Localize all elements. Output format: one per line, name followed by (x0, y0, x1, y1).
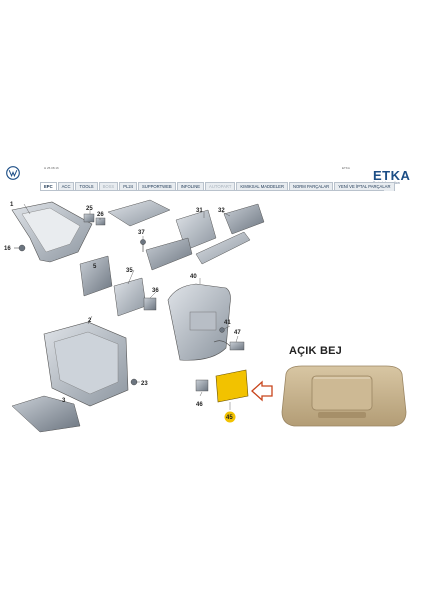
part-label-5[interactable]: 5 (93, 264, 97, 270)
part-label-40[interactable]: 40 (190, 274, 197, 280)
part-label-46[interactable]: 46 (196, 402, 203, 408)
part-35-shape (113, 277, 147, 317)
part-label-41[interactable]: 41 (224, 320, 231, 326)
part-label-25[interactable]: 25 (86, 206, 93, 212)
callout-arrow-icon (251, 380, 273, 402)
part-5-shape (79, 255, 113, 297)
mid-bracket-shape (145, 237, 193, 271)
part-36-shape (143, 297, 157, 311)
tab-boss[interactable]: BOSS (98, 182, 119, 191)
part-1-shape (11, 201, 93, 263)
part-40-shape (167, 283, 231, 361)
lid-plate-shape (195, 231, 251, 265)
part-47-connector (213, 340, 245, 351)
part-label-35[interactable]: 35 (126, 268, 133, 274)
part-label-31[interactable]: 31 (196, 208, 203, 214)
tab-divider (40, 190, 384, 191)
color-callout-label: AÇIK BEJ (289, 345, 342, 357)
parts-diagram: 1 2 3 5 16 23 25 26 31 32 35 36 37 40 41… (4, 199, 273, 433)
header-date: H 25.08.16 (44, 166, 59, 170)
part-label-16[interactable]: 16 (4, 246, 11, 252)
tab-autopart[interactable]: AUTOPART (205, 182, 236, 191)
vw-logo-icon (6, 166, 20, 180)
tab-infoline[interactable]: INFOLINE (176, 182, 205, 191)
tab-kimiksal-maddeler[interactable]: KIMIKSAL MADDELER (236, 182, 288, 191)
part-label-23[interactable]: 23 (141, 381, 148, 387)
tab-yeni-iptal-parcalar[interactable]: YENİ VE İPTAL PARÇALAR (334, 182, 395, 191)
part-45-label-highlight (224, 411, 236, 423)
etka-brand: ETKA (373, 168, 411, 183)
part-25-clip (83, 213, 95, 223)
upper-tray-shape (107, 199, 171, 227)
part-45-highlighted-shape[interactable] (215, 369, 249, 403)
part-label-1[interactable]: 1 (10, 202, 14, 208)
part-label-36[interactable]: 36 (152, 288, 159, 294)
tab-supportweb[interactable]: SUPPORTWEB (138, 182, 176, 191)
part-2-base-shape (43, 321, 129, 407)
tab-epc[interactable]: EPC (40, 182, 57, 191)
tab-norm-parcalar[interactable]: NORM PARÇALAR (288, 182, 334, 191)
product-photo (281, 365, 407, 427)
part-41-shape (219, 327, 225, 333)
part-label-45[interactable]: 45 (226, 415, 233, 421)
part-label-47[interactable]: 47 (234, 330, 241, 336)
header-etka-small: ETKA (342, 166, 350, 170)
part-26-clip (95, 217, 106, 226)
part-label-2[interactable]: 2 (88, 318, 92, 324)
part-37-screw (140, 239, 146, 252)
part-3-shape (11, 395, 81, 433)
part-label-32[interactable]: 32 (218, 208, 225, 214)
tab-tools[interactable]: TOOLS (75, 182, 98, 191)
leader-lines (23, 203, 239, 410)
part-32-shape (223, 203, 265, 235)
part-label-26[interactable]: 26 (97, 212, 104, 218)
part-label-37[interactable]: 37 (138, 230, 145, 236)
part-16-screw (14, 244, 26, 252)
tab-pl24[interactable]: PL24 (119, 182, 138, 191)
part-label-3[interactable]: 3 (62, 398, 66, 404)
tab-bar: EPC ACC TOOLS BOSS PL24 SUPPORTWEB INFOL… (40, 182, 395, 191)
tab-acc[interactable]: ACC (57, 182, 75, 191)
part-46-shape (195, 379, 209, 392)
